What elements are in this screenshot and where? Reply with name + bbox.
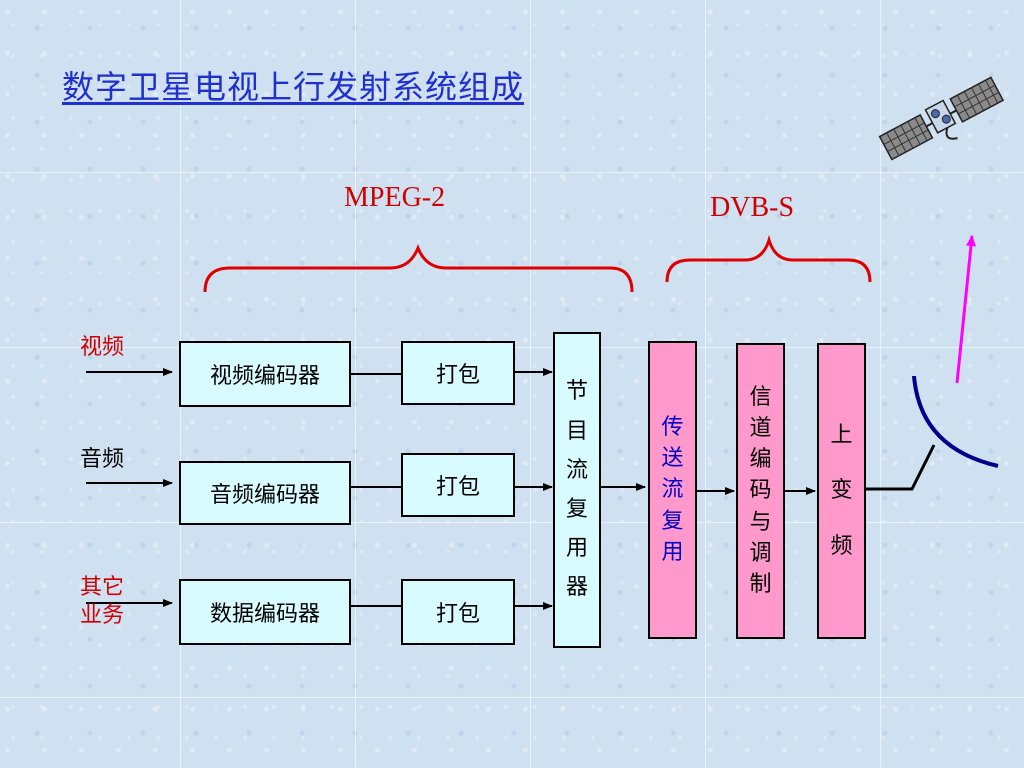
video-packer-box: 打包 xyxy=(401,341,515,405)
transport-mux-char: 复 xyxy=(661,508,684,534)
audio-packer-box: 打包 xyxy=(401,453,515,517)
audio-input-label: 音频 xyxy=(80,447,125,472)
bg-grid-line xyxy=(355,0,356,768)
modulation-char: 制 xyxy=(749,572,772,598)
video-encoder-box: 视频编码器 xyxy=(179,341,351,407)
uplink-arrow xyxy=(955,235,976,384)
other-service-line2: 业务 xyxy=(80,602,125,628)
video-input-label: 视频 xyxy=(80,335,125,360)
upconverter-box: 上 变 频 xyxy=(817,343,866,639)
modulation-char: 调 xyxy=(749,540,772,566)
satellite-icon xyxy=(878,76,1005,161)
modulation-char: 码 xyxy=(749,478,772,504)
bg-grid-line xyxy=(0,697,1024,698)
other-service-label: 其它 业务 xyxy=(80,574,124,629)
modulation-char: 与 xyxy=(749,509,772,535)
bg-grid-line xyxy=(0,172,1024,173)
program-stream-mux-box: 节 目 流 复 用 器 xyxy=(553,332,601,648)
upconverter-char: 频 xyxy=(830,533,853,559)
modulation-char: 编 xyxy=(749,447,772,473)
program-mux-char: 复 xyxy=(565,497,588,522)
transport-mux-char: 送 xyxy=(661,446,684,472)
data-encoder-box: 数据编码器 xyxy=(179,579,351,645)
other-service-line1: 其它 xyxy=(80,575,125,600)
antenna-feed-line xyxy=(864,444,936,491)
upconverter-char: 变 xyxy=(830,478,853,504)
transport-mux-char: 流 xyxy=(661,477,684,503)
modulation-char: 信 xyxy=(749,384,772,410)
mpeg-brace xyxy=(203,243,634,293)
bg-grid-line xyxy=(880,0,881,768)
audio-encoder-box: 音频编码器 xyxy=(179,461,351,525)
transport-stream-mux-box: 传 送 流 复 用 xyxy=(648,341,697,639)
dvbs-label: DVB-S xyxy=(710,192,795,223)
bg-grid-line xyxy=(705,0,706,768)
bg-grid-line xyxy=(530,0,531,768)
program-mux-char: 器 xyxy=(565,575,588,601)
mpeg2-label: MPEG-2 xyxy=(344,182,446,213)
channel-coding-modulation-box: 信 道 编 码 与 调 制 xyxy=(736,343,785,639)
dish-antenna-icon xyxy=(912,375,999,468)
data-packer-box: 打包 xyxy=(401,579,515,645)
program-mux-char: 流 xyxy=(565,457,588,483)
page-title: 数字卫星电视上行发射系统组成 xyxy=(62,68,525,106)
modulation-char: 道 xyxy=(749,415,772,441)
transport-mux-char: 用 xyxy=(661,539,684,565)
transport-mux-char: 传 xyxy=(661,414,684,440)
program-mux-char: 节 xyxy=(565,379,588,405)
program-mux-char: 用 xyxy=(565,536,588,562)
bg-grid-line xyxy=(0,522,1024,523)
dvb-brace xyxy=(665,234,872,283)
upconverter-char: 上 xyxy=(830,423,853,449)
program-mux-char: 目 xyxy=(565,418,588,444)
